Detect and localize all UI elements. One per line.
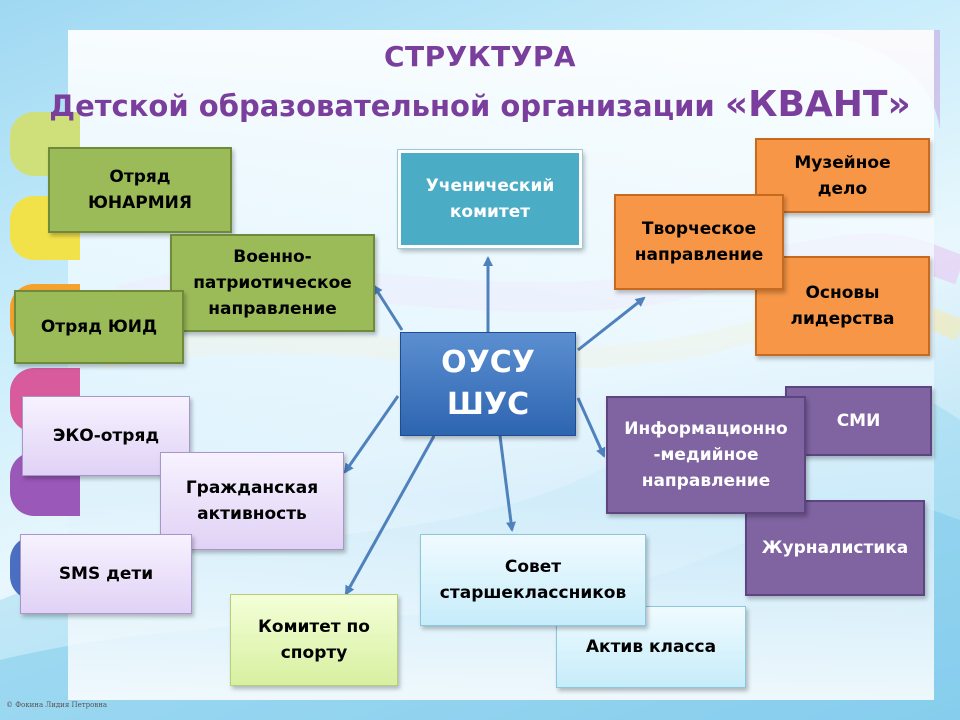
arrow-to-grazhd <box>343 395 400 474</box>
copyright-text: © Фокина Лидия Петровна <box>6 701 108 709</box>
box-smi: СМИ <box>785 386 932 456</box>
box-yuid: Отряд ЮИД <box>14 290 184 364</box>
arrow-to-sport <box>344 435 436 596</box>
box-uchen: Ученический комитет <box>398 150 582 248</box>
box-info: Информационно -медийное направление <box>606 396 806 514</box>
box-yunarmia: Отряд ЮНАРМИЯ <box>48 147 232 233</box>
box-grazhd: Гражданская активность <box>160 452 344 550</box>
center-line1: ОУСУ <box>441 345 535 380</box>
box-sport: Комитет по спорту <box>230 594 398 686</box>
center-line2: ШУС <box>446 387 530 422</box>
arrow-to-voenno <box>372 284 404 331</box>
box-sms: SMS дети <box>20 534 192 614</box>
box-tvorch: Творческое направление <box>614 194 784 290</box>
organization-name: «КВАНТ» <box>724 84 911 125</box>
diagram-subtitle: Детской образовательной организации «КВА… <box>49 84 911 125</box>
arrow-to-info <box>576 397 606 458</box>
arrow-to-tvorch <box>577 296 646 352</box>
box-muzey: Музейное дело <box>755 138 930 213</box>
arrow-to-sovet <box>498 435 516 532</box>
box-zhurn: Журналистика <box>745 500 925 596</box>
diagram-title: СТРУКТУРА <box>383 40 577 73</box>
box-sovet: Совет старшеклассников <box>420 534 646 626</box>
box-osnovy: Основы лидерства <box>755 256 930 356</box>
center-box: ОУСУ ШУС <box>400 332 576 436</box>
box-voenno: Военно- патриотическое направление <box>170 234 375 332</box>
